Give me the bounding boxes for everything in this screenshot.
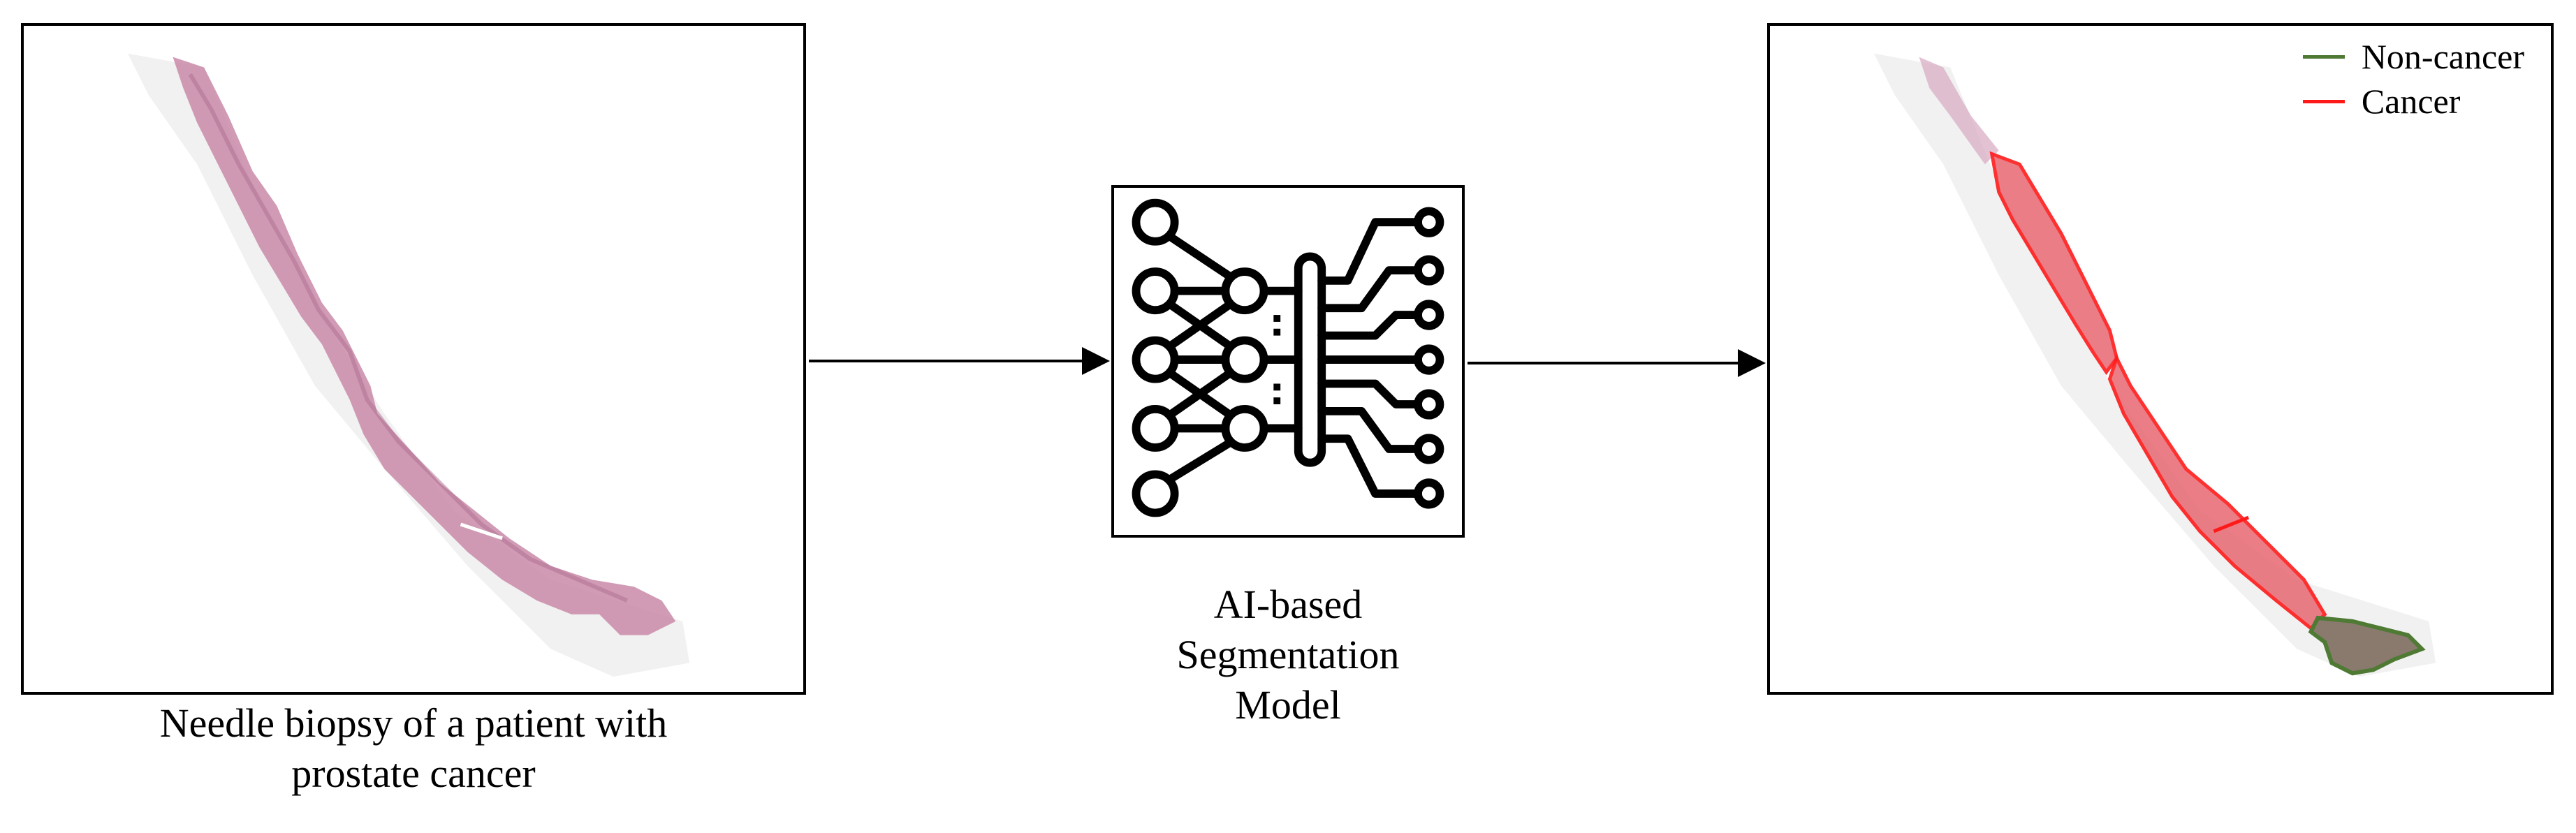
model-caption-line3: Model [1235, 682, 1341, 728]
input-caption: Needle biopsy of a patient with prostate… [21, 698, 806, 799]
legend-item-noncancer: Non-cancer [2302, 34, 2524, 79]
legend-label-noncancer: Non-cancer [2361, 37, 2524, 76]
legend-item-cancer: Cancer [2302, 79, 2524, 124]
model-caption: AI-based Segmentation Model [1111, 580, 1465, 730]
biopsy-slide-image [127, 53, 690, 677]
input-biopsy-panel [21, 23, 806, 695]
legend-swatch-cancer [2302, 99, 2345, 103]
input-caption-line1: Needle biopsy of a patient with [159, 700, 668, 746]
segmented-slide-image [1873, 53, 2436, 677]
legend-swatch-noncancer [2302, 54, 2345, 59]
legend-label-cancer: Cancer [2361, 82, 2461, 121]
model-panel [1111, 185, 1465, 538]
segmentation-legend: Non-cancer Cancer [2302, 34, 2524, 124]
model-caption-line1: AI-based [1213, 582, 1363, 627]
output-segmentation-panel: Non-cancer Cancer [1767, 23, 2554, 695]
model-caption-line2: Segmentation [1176, 632, 1400, 677]
input-caption-line2: prostate cancer [291, 751, 536, 796]
neural-network-chip-icon [1132, 198, 1444, 517]
